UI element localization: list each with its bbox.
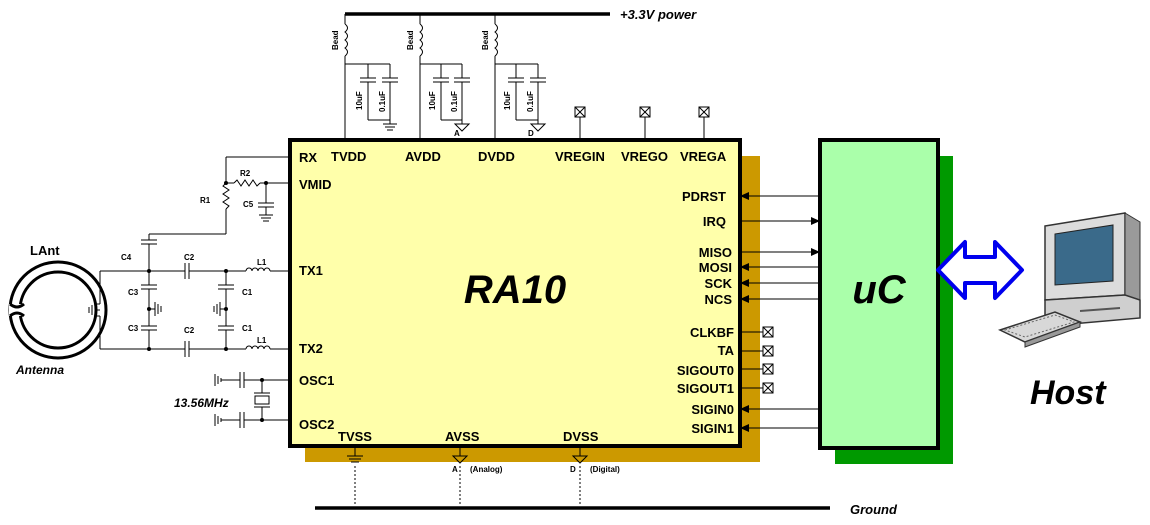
decoupling-dvdd: Bead D 10uF 0.1uF	[481, 14, 547, 140]
right-no-connects	[740, 326, 774, 394]
ra10-chip: RA10 TVDD AVDD DVDD VREGIN VREGO VREGA R…	[288, 138, 760, 462]
host-computer-icon: Host	[997, 212, 1141, 412]
matching-network: C4 C2 L1 C2 L1 C3 C3 C1 C1	[100, 181, 290, 357]
chip-body	[288, 138, 742, 448]
antenna-coil-label: LAnt	[30, 243, 60, 258]
pin-rx: RX	[299, 150, 317, 165]
c5-label: C5	[243, 200, 254, 209]
l1-label: L1	[257, 336, 267, 345]
host-label: Host	[1030, 374, 1107, 412]
analog-ground-letter: A	[454, 129, 460, 138]
pin-sigin0: SIGIN0	[691, 402, 734, 417]
analog-ground-letter: A	[452, 465, 458, 474]
power-rail: +3.3V power	[345, 7, 697, 22]
pin-tvdd: TVDD	[331, 149, 366, 164]
c2-label: C2	[184, 253, 195, 262]
pin-osc1: OSC1	[299, 373, 334, 388]
pin-osc2: OSC2	[299, 417, 334, 432]
pin-irq: IRQ	[703, 214, 726, 229]
crystal-oscillator: 13.56MHz	[174, 372, 290, 428]
c1-label: C1	[242, 324, 253, 333]
cap-01uf-label: 0.1uF	[450, 91, 459, 112]
crystal-label: 13.56MHz	[174, 396, 229, 410]
cap-10uf-label: 10uF	[428, 91, 437, 110]
c1-label: C1	[242, 288, 253, 297]
c2-label: C2	[184, 326, 195, 335]
pin-ta: TA	[718, 343, 735, 358]
pin-sigin1: SIGIN1	[691, 421, 734, 436]
decoupling-avdd: Bead A 10uF 0.1uF	[406, 14, 471, 140]
pin-vmid: VMID	[299, 177, 332, 192]
bead-label: Bead	[331, 30, 340, 50]
pin-miso: MISO	[699, 245, 732, 260]
pin-sck: SCK	[705, 276, 733, 291]
power-rail-label: +3.3V power	[620, 7, 697, 22]
bead-label: Bead	[481, 30, 490, 50]
pin-clkbf: CLKBF	[690, 325, 734, 340]
pin-vrego: VREGO	[621, 149, 668, 164]
digital-ground-note: (Digital)	[590, 465, 620, 474]
cap-01uf-label: 0.1uF	[378, 91, 387, 112]
cap-01uf-label: 0.1uF	[526, 91, 535, 112]
vreg-no-connects	[574, 106, 710, 140]
decoupling-tvdd: Bead 10uF 0.1uF	[331, 14, 398, 140]
pin-tvss: TVSS	[338, 429, 372, 444]
signal-lines	[740, 192, 820, 432]
pin-tx1: TX1	[299, 263, 323, 278]
analog-ground-note: (Analog)	[470, 465, 503, 474]
pin-mosi: MOSI	[699, 260, 732, 275]
antenna-caption: Antenna	[15, 363, 64, 377]
antenna-coil: LAnt Antenna	[8, 243, 108, 377]
chip-ground-connections: A (Analog) D (Digital)	[347, 446, 620, 505]
pin-avss: AVSS	[445, 429, 480, 444]
pin-pdrst: PDRST	[682, 189, 726, 204]
digital-ground-letter: D	[528, 129, 534, 138]
pin-dvdd: DVDD	[478, 149, 515, 164]
pin-avdd: AVDD	[405, 149, 441, 164]
ground-rail-label: Ground	[850, 502, 898, 517]
pin-sigout1: SIGOUT1	[677, 381, 734, 396]
host-bus-arrow	[936, 240, 1024, 300]
pin-sigout0: SIGOUT0	[677, 363, 734, 378]
uc-title: uC	[852, 268, 906, 312]
pin-dvss: DVSS	[563, 429, 599, 444]
pin-ncs: NCS	[705, 292, 733, 307]
r2-label: R2	[240, 169, 251, 178]
bead-label: Bead	[406, 30, 415, 50]
digital-ground-letter: D	[570, 465, 576, 474]
cap-10uf-label: 10uF	[355, 91, 364, 110]
rx-vmid-network: R2 C5 R1	[149, 156, 290, 235]
c3-label: C3	[128, 324, 139, 333]
pin-tx2: TX2	[299, 341, 323, 356]
c3-label: C3	[128, 288, 139, 297]
pin-vregin: VREGIN	[555, 149, 605, 164]
r1-label: R1	[200, 196, 211, 205]
uc-block: uC	[818, 138, 953, 464]
c4-label: C4	[121, 253, 132, 262]
cap-10uf-label: 10uF	[503, 91, 512, 110]
chip-title: RA10	[464, 268, 566, 312]
ground-rail: Ground	[315, 502, 898, 517]
pin-vrega: VREGA	[680, 149, 727, 164]
l1-label: L1	[257, 258, 267, 267]
uc-body	[818, 138, 940, 450]
